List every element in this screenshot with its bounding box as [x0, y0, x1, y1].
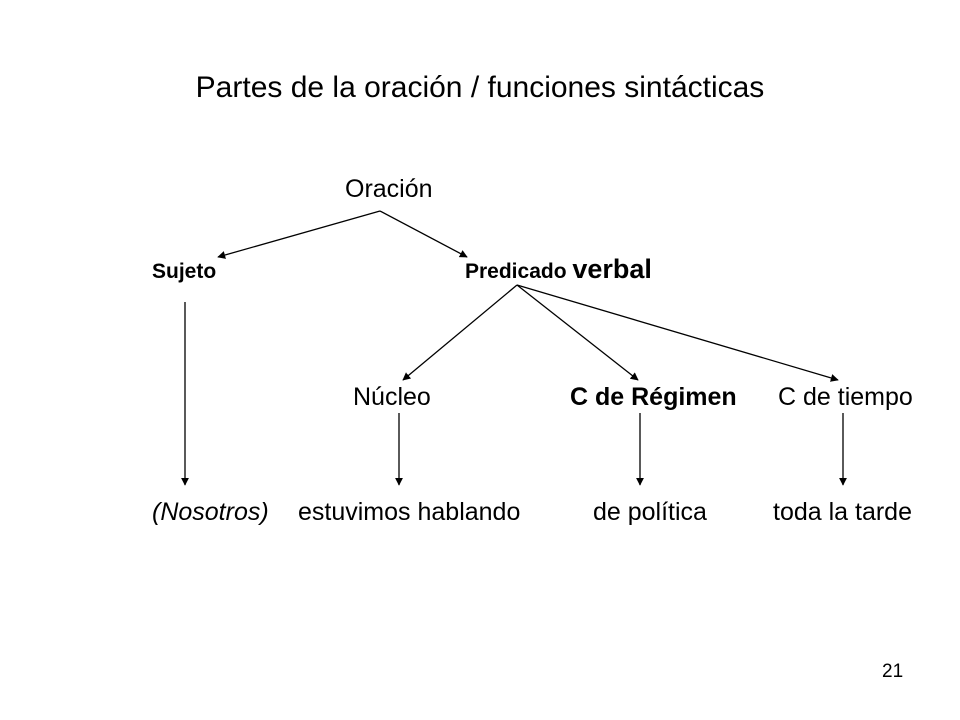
- slide-title: Partes de la oración / funciones sintáct…: [195, 71, 765, 104]
- node-predicado-verbal: Predicado verbal: [465, 255, 652, 288]
- arrow-predicado-to-c-regimen: [516, 284, 639, 381]
- node-predicado-part1: Predicado: [465, 260, 573, 283]
- page-number: 21: [882, 661, 904, 682]
- word-nosotros: (Nosotros): [152, 498, 269, 526]
- node-oracion: Oración: [345, 175, 433, 203]
- node-c-tiempo: C de tiempo: [778, 383, 913, 411]
- arrow-predicado-to-c-tiempo: [516, 284, 839, 382]
- node-nucleo: Núcleo: [353, 383, 431, 411]
- node-c-regimen: C de Régimen: [570, 383, 737, 411]
- word-estuvimos-hablando: estuvimos hablando: [298, 498, 521, 526]
- node-sujeto: Sujeto: [152, 260, 217, 283]
- arrow-predicado-to-nucleo: [402, 284, 518, 381]
- word-toda-la-tarde: toda la tarde: [773, 498, 912, 526]
- arrow-oracion-to-predicado: [379, 210, 468, 258]
- word-de-politica: de política: [593, 498, 707, 526]
- node-predicado-part2: verbal: [572, 254, 652, 284]
- arrow-oracion-to-sujeto: [217, 210, 381, 259]
